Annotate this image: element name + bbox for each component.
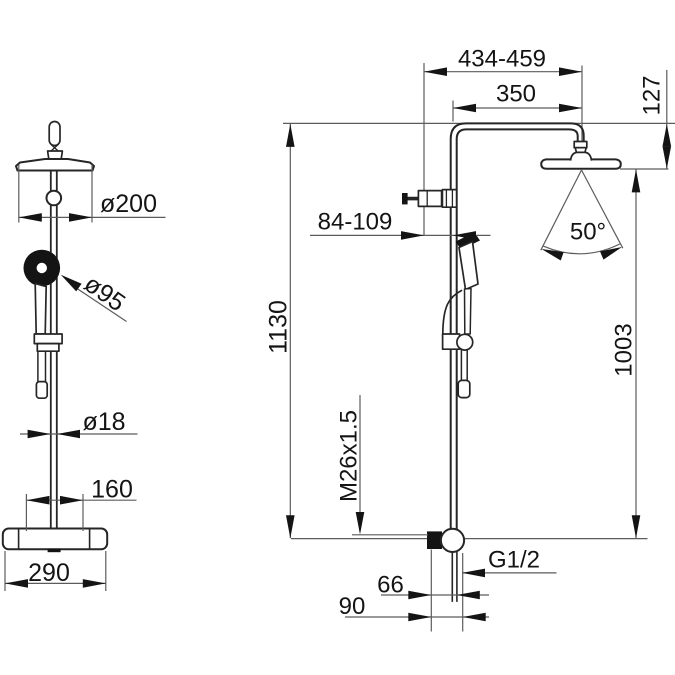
- hose-curve: [441, 289, 463, 335]
- rail-ball-joint: [45, 189, 63, 207]
- handshower-handle-side: [458, 240, 479, 291]
- head-joint-nut: [573, 140, 588, 149]
- arrowhead: [60, 495, 83, 505]
- dim-label-head-drop: 127: [639, 75, 666, 115]
- dim-label-thread: M26x1.5: [336, 410, 363, 502]
- slider-holder-knob: [456, 333, 474, 351]
- side-fixture: [402, 122, 624, 603]
- arrowhead: [27, 429, 51, 439]
- front-view: ø200 ø95 ø18 160 290: [1, 120, 166, 591]
- arrowhead: [462, 568, 485, 578]
- arrowhead: [5, 579, 28, 588]
- arrowhead: [453, 103, 476, 113]
- hose-end-fitting: [457, 379, 471, 399]
- dim-label-head-height: 1003: [611, 323, 638, 376]
- slider-holder-lower: [36, 342, 60, 353]
- arrowhead: [456, 590, 480, 600]
- spray-angle-arc: [543, 243, 621, 255]
- arrowhead: [631, 169, 641, 193]
- dim-label-wall-distance: 84-109: [318, 209, 393, 236]
- overhead-shower-plate: [15, 158, 95, 172]
- arrowhead: [355, 512, 365, 535]
- pipe-coupling: [441, 188, 458, 209]
- arrowhead: [286, 515, 295, 539]
- arrowhead: [69, 213, 92, 222]
- front-dimensions: ø200 ø95 ø18 160 290: [4, 164, 166, 591]
- dim-label-outlet-offset-outer: 90: [339, 593, 366, 620]
- arrowhead: [559, 103, 582, 113]
- side-dimensions: 434-459 350 127 84-109 50° 1130 1003: [265, 46, 672, 632]
- leader-line-95: [73, 286, 127, 322]
- knob-collar: [46, 150, 64, 160]
- dim-label-rail-diameter: ø18: [82, 408, 125, 436]
- arrowhead: [60, 274, 82, 292]
- arrowhead: [286, 123, 295, 147]
- arrowhead: [424, 67, 447, 76]
- handshower-face-center: [36, 262, 47, 274]
- dim-label-handshower-diameter: ø95: [79, 270, 130, 318]
- dim-label-outlet-thread: G1/2: [488, 547, 540, 574]
- dim-label-arm-length: 350: [496, 81, 536, 108]
- arrowhead: [18, 213, 42, 222]
- knob-neck-cross-2: [50, 143, 59, 152]
- wall-union-nut: [427, 531, 442, 549]
- arrowhead: [408, 590, 432, 600]
- dim-label-body-width: 290: [28, 559, 70, 587]
- top-knob: [48, 120, 61, 147]
- handshower-handle: [34, 282, 48, 335]
- arrowhead: [26, 495, 50, 505]
- hose-strip: [37, 350, 47, 383]
- side-view: 434-459 350 127 84-109 50° 1130 1003: [265, 46, 675, 632]
- dim-label-connection-spacing: 160: [91, 476, 133, 504]
- arrowhead: [541, 249, 564, 261]
- dim-label-overhead-diameter: ø200: [100, 190, 157, 218]
- riser-arm-pipe-inner: [455, 128, 579, 529]
- spray-cone-right: [580, 169, 624, 249]
- hose-end-weight: [35, 380, 49, 400]
- arrowhead: [662, 123, 672, 147]
- arrowhead: [401, 231, 424, 240]
- slider-holder-upper: [33, 333, 63, 345]
- arrowhead: [631, 515, 641, 539]
- spray-cone-left: [540, 169, 583, 251]
- diverter-body: [417, 189, 443, 208]
- arrowhead: [82, 579, 106, 588]
- arrowhead: [408, 612, 432, 622]
- front-fixture: [1, 120, 109, 553]
- arrowhead: [462, 612, 486, 622]
- arrowhead: [600, 247, 622, 260]
- handshower-neck: [463, 287, 472, 335]
- dim-label-outlet-offset-inner: 66: [377, 572, 404, 599]
- overhead-shower-side: [540, 158, 622, 170]
- overhead-shower-dome: [569, 151, 593, 161]
- dim-label-reach-range: 434-459: [458, 46, 546, 73]
- dim-label-total-height: 1130: [265, 300, 293, 354]
- mixer-bottom-tab: [47, 548, 61, 553]
- arrowhead: [559, 67, 582, 76]
- riser-arm-pipe-outer: [449, 122, 585, 529]
- arrowhead: [662, 146, 672, 169]
- arrowhead: [57, 429, 80, 439]
- arrowhead: [453, 231, 476, 240]
- valve-connector-ball: [439, 527, 466, 554]
- diverter-knob-cap: [402, 193, 408, 205]
- dim-label-spray-angle: 50°: [570, 219, 606, 246]
